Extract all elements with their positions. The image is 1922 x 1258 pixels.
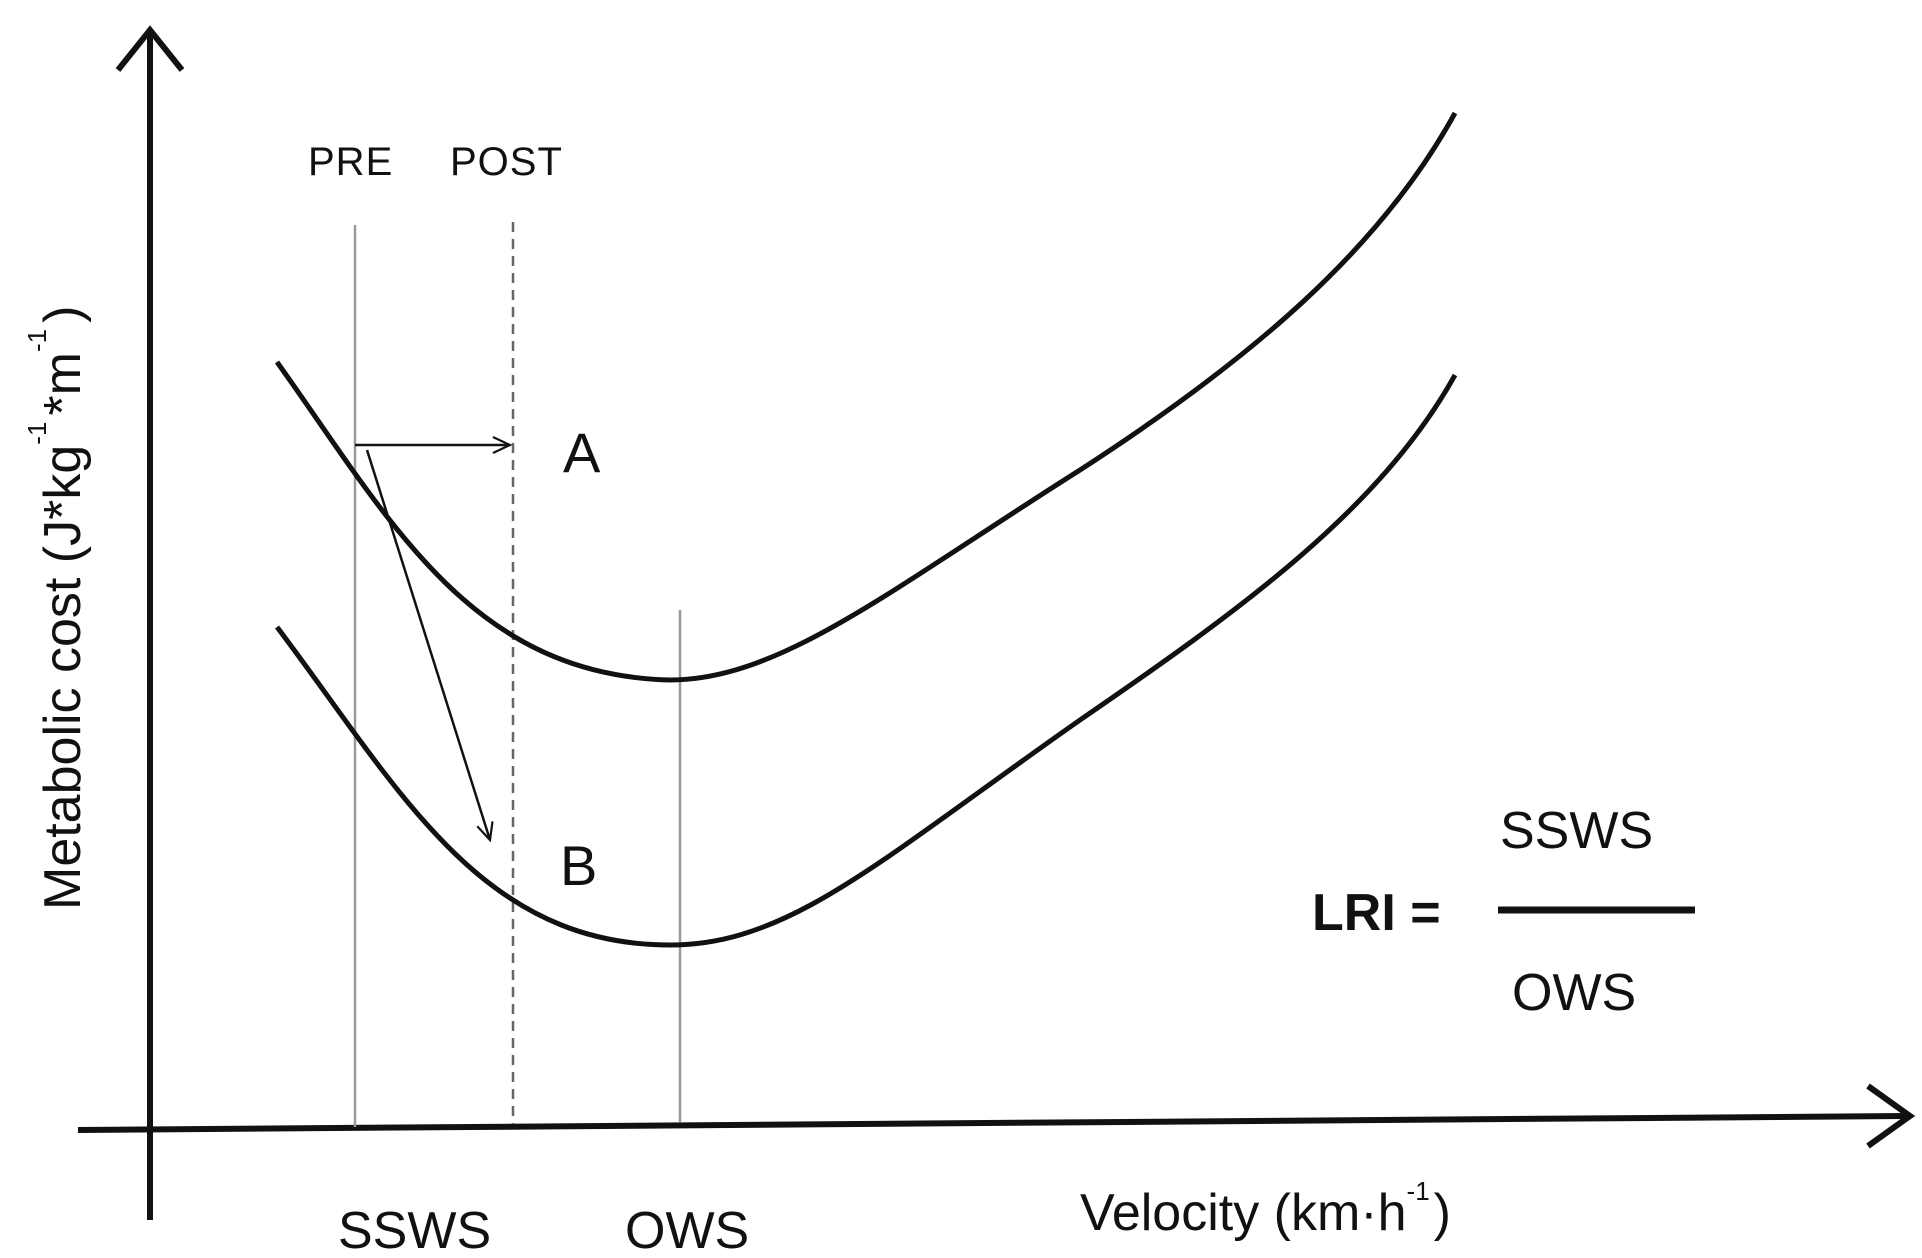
curve-b-label: B (560, 834, 597, 897)
pre-label: PRE (308, 140, 393, 184)
y-axis-title: Metabolic cost (J*kg-1*m-1) (22, 306, 92, 910)
formula-denominator: OWS (1512, 964, 1636, 1022)
formula-lhs: LRI = (1312, 884, 1441, 942)
x-axis-line (77, 1113, 1906, 1133)
shift-arrows (355, 445, 510, 840)
cost-curves (274, 111, 1458, 948)
curve-b (275, 373, 1458, 948)
lri-formula: LRI = SSWS OWS (1312, 802, 1695, 1022)
y-axis-title-group: Metabolic cost (J*kg-1*m-1) (22, 306, 92, 910)
formula-numerator: SSWS (1500, 802, 1653, 860)
ssws-tick-label: SSWS (338, 1202, 491, 1253)
axes (77, 25, 1916, 1220)
diagonal-shift-arrow (365, 449, 490, 840)
y-axis-arrowhead (115, 25, 185, 72)
x-axis-arrowhead (1866, 1083, 1916, 1149)
ows-tick-label: OWS (625, 1202, 749, 1253)
x-axis-title: Velocity (km·h-1) (1080, 1176, 1451, 1242)
curve-a (274, 111, 1458, 683)
post-label: POST (450, 140, 563, 184)
curve-a-label: A (563, 421, 601, 484)
guide-lines (353, 222, 682, 1127)
